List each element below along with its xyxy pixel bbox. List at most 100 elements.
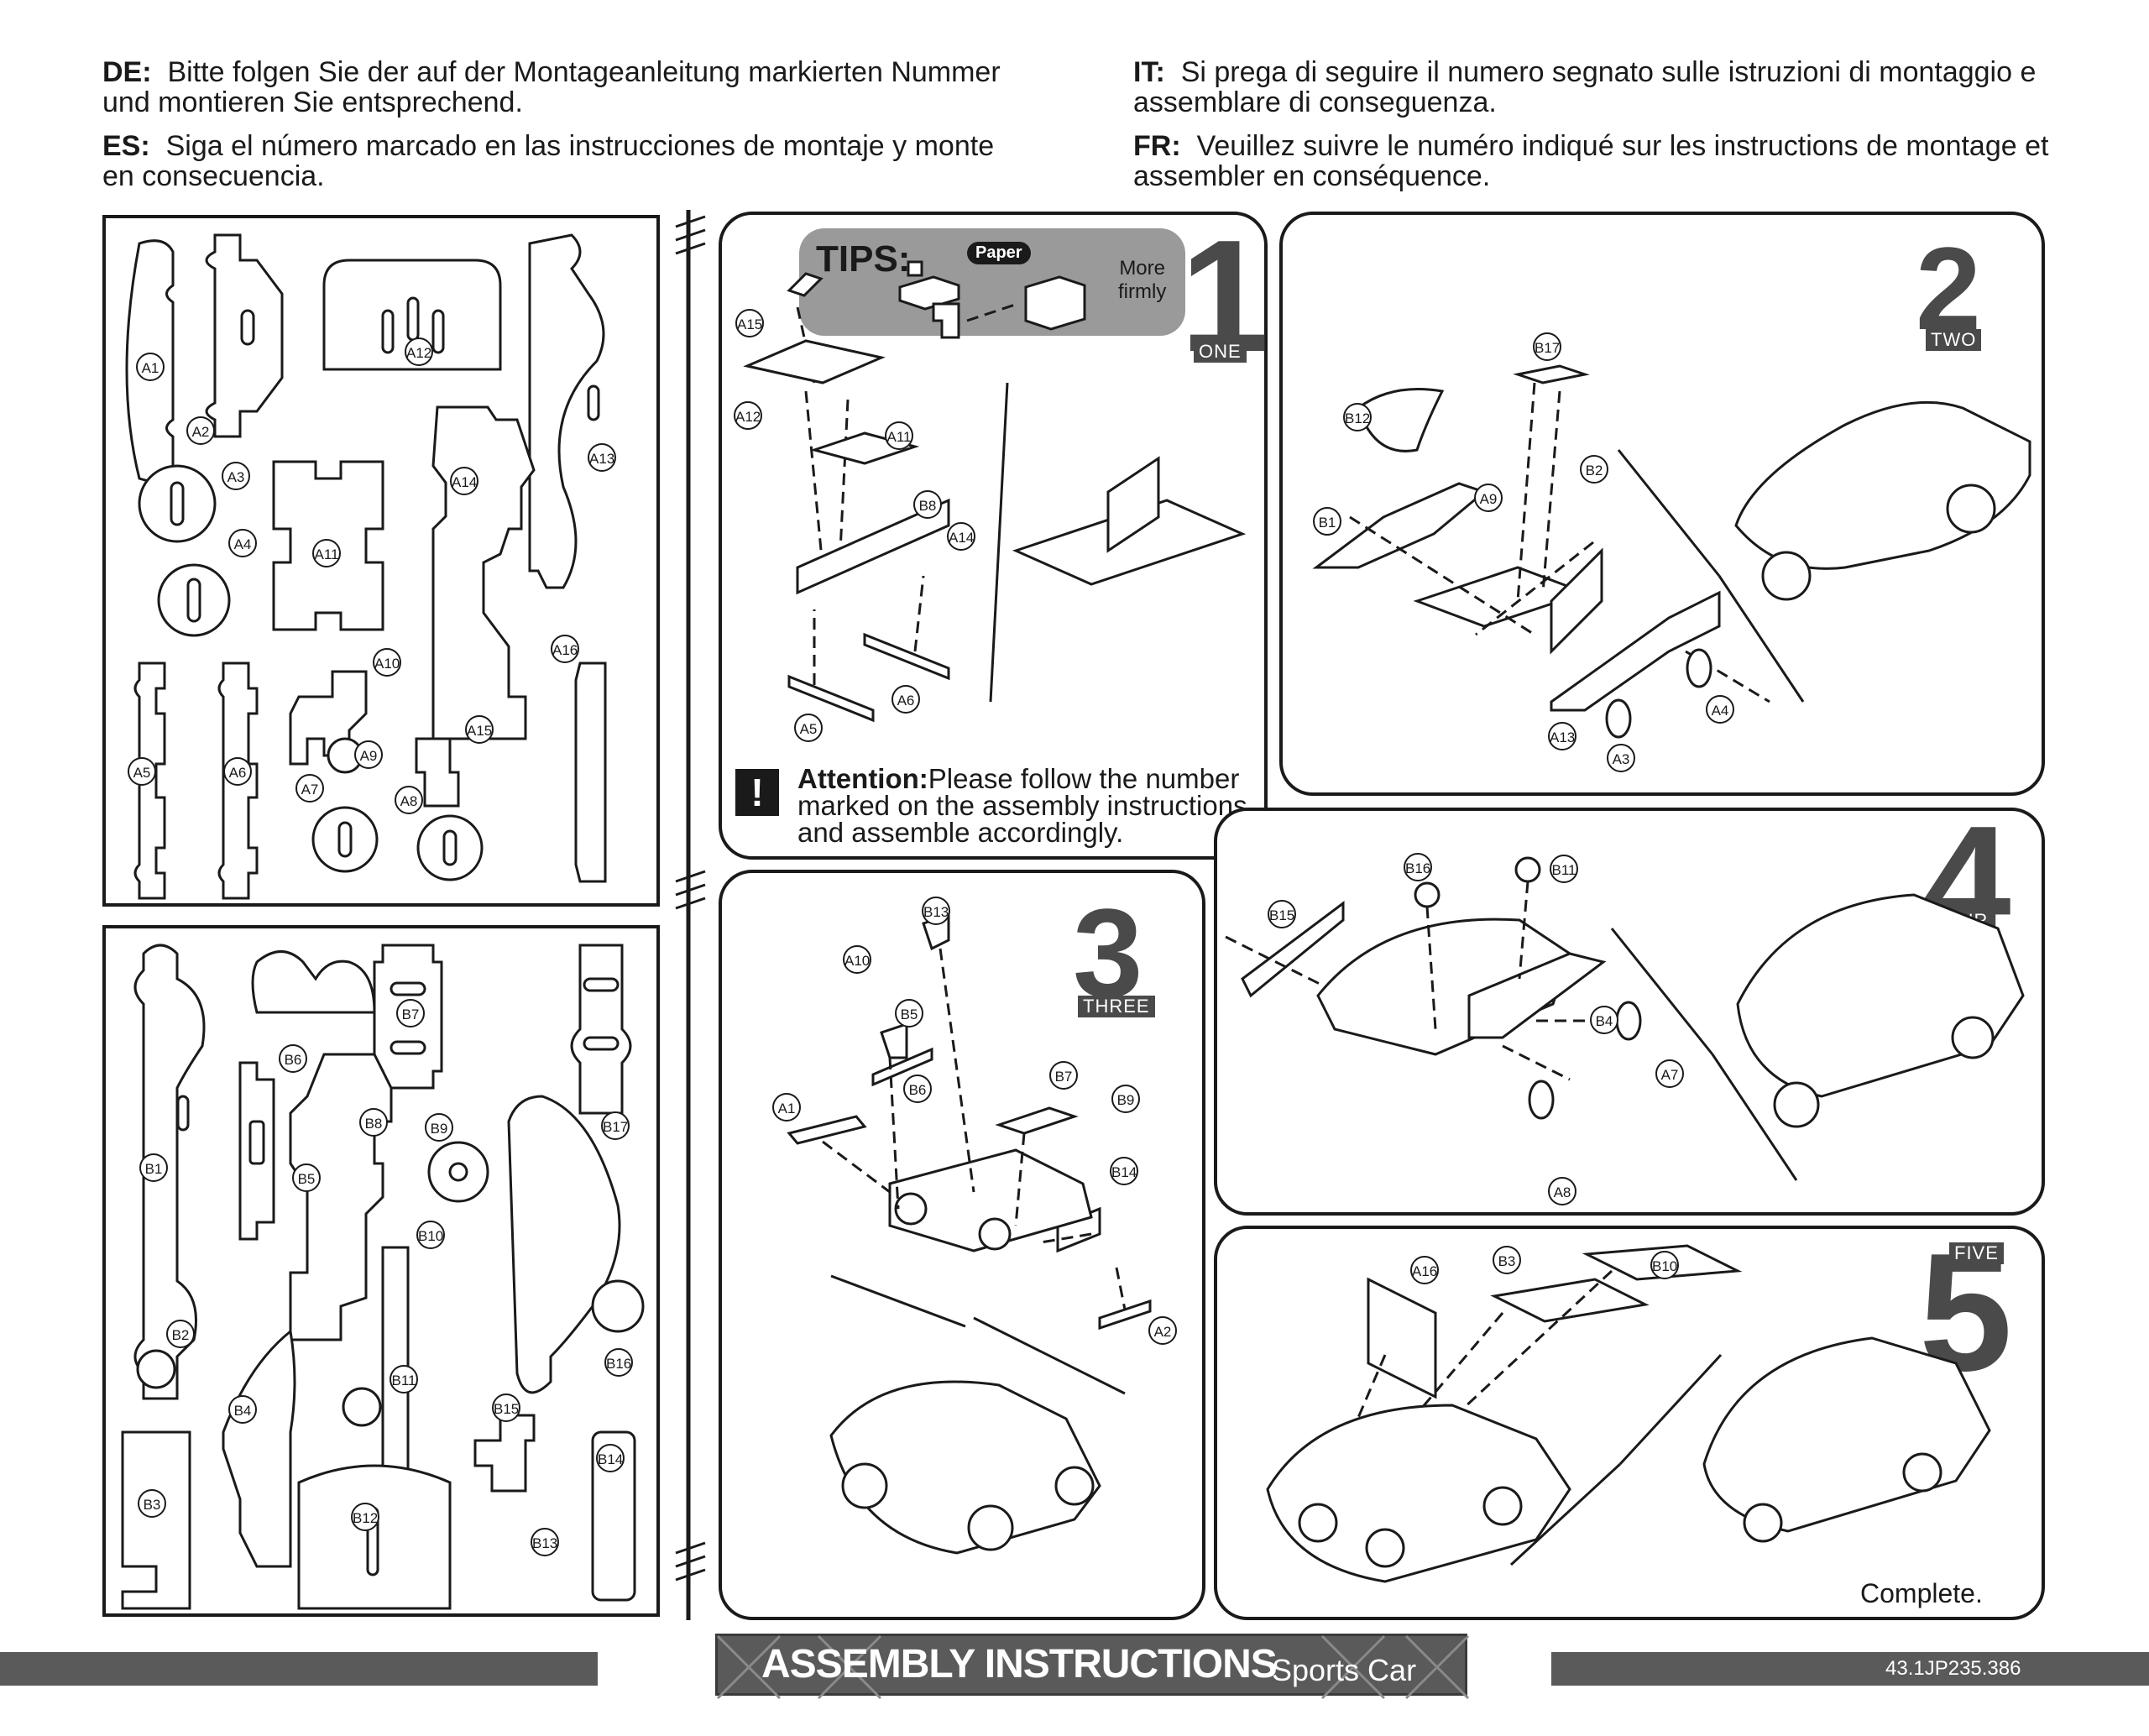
step3-label-b9: B9: [1111, 1085, 1140, 1113]
complete-text: Complete.: [1860, 1578, 1983, 1608]
step4-label-b11: B11: [1550, 855, 1578, 883]
attention-icon: !: [735, 769, 779, 816]
lang-code-fr: FR:: [1133, 130, 1181, 162]
part-label-a14: A14: [450, 467, 478, 495]
lang-code-es: ES:: [102, 130, 150, 162]
step-5-word: FIVE: [1949, 1242, 2004, 1264]
text-it: Si prega di seguire il numero segnato su…: [1133, 56, 2037, 118]
step3-label-b7: B7: [1049, 1061, 1078, 1090]
part-label-b4: B4: [228, 1395, 257, 1424]
part-label-a15: A15: [465, 715, 494, 744]
footer-title: ASSEMBLY INSTRUCTIONS: [761, 1642, 1278, 1686]
part-label-a3: A3: [222, 462, 250, 490]
part-label-a13: A13: [588, 443, 616, 472]
step1-label-a12: A12: [734, 401, 762, 430]
tips-firmly: firmly: [1118, 280, 1167, 303]
instruction-it: IT: Si prega di seguire il numero segnat…: [1133, 57, 2065, 118]
part-label-b7: B7: [396, 999, 425, 1027]
tips-more-firmly: More firmly: [1118, 257, 1166, 304]
part-label-a10: A10: [373, 648, 401, 677]
parts-sheet-b-drawing: [121, 944, 645, 1610]
step2-label-b12: B12: [1343, 403, 1372, 431]
footer-bar-right: [1551, 1652, 2149, 1686]
step4-label-a8: A8: [1548, 1177, 1576, 1205]
step2-label-a9: A9: [1474, 484, 1503, 512]
step3-label-b13: B13: [922, 897, 950, 925]
part-label-b10: B10: [416, 1221, 445, 1249]
step3-label-b6: B6: [903, 1075, 932, 1103]
step-1-word: ONE: [1194, 341, 1247, 363]
part-label-a2: A2: [186, 416, 215, 445]
footer-subtitle: Sports Car: [1272, 1653, 1417, 1687]
attention-text: Please follow the number marked on the a…: [797, 763, 1247, 848]
step-3-number: 3: [1073, 882, 1143, 1023]
step2-label-a13: A13: [1548, 722, 1576, 750]
part-label-b13: B13: [531, 1528, 559, 1556]
part-label-b15: B15: [492, 1394, 520, 1422]
product-code: 43.1JP235.386: [1885, 1657, 2021, 1680]
step1-label-a14: A14: [947, 522, 975, 551]
part-label-b8: B8: [359, 1108, 388, 1137]
step-2-word: TWO: [1926, 329, 1982, 351]
step5-label-b10: B10: [1650, 1251, 1679, 1279]
tips-paper-label: Paper: [967, 242, 1031, 264]
part-label-b11: B11: [390, 1365, 418, 1394]
step2-label-b2: B2: [1580, 455, 1608, 484]
step2-label-b1: B1: [1313, 507, 1341, 536]
lang-code-de: DE:: [102, 56, 152, 88]
step-3-diagram: [787, 912, 1152, 1555]
part-label-a5: A5: [128, 757, 156, 786]
lang-code-it: IT:: [1133, 56, 1165, 88]
part-label-a7: A7: [295, 774, 324, 803]
instruction-fr: FR: Veuillez suivre le numéro indiqué su…: [1133, 131, 2065, 191]
step1-label-a6: A6: [891, 685, 920, 714]
step-4-diagram: [1225, 856, 2025, 1181]
step1-label-a15: A15: [735, 309, 764, 337]
parts-sheet-a: A1 A2 A3 A4 A5 A6 A7 A8 A9 A10 A11 A12 A…: [102, 215, 660, 907]
step4-label-a7: A7: [1655, 1059, 1684, 1088]
part-label-b14: B14: [596, 1444, 625, 1472]
part-label-a6: A6: [223, 757, 252, 786]
part-label-b5: B5: [292, 1163, 321, 1192]
step2-label-b17: B17: [1533, 332, 1561, 361]
step1-label-b8: B8: [913, 490, 942, 519]
step-2-diagram: [1312, 364, 2031, 739]
step-5-panel: 5 FIVE A16 B3 B10 Complete.: [1214, 1226, 2045, 1620]
sheet-divider: [675, 210, 706, 1620]
part-label-a9: A9: [354, 740, 383, 769]
instruction-de: DE: Bitte folgen Sie der auf der Montage…: [102, 57, 1026, 118]
part-label-a16: A16: [551, 635, 579, 663]
step2-label-a3: A3: [1607, 744, 1635, 772]
parts-sheet-b: B1 B2 B3 B4 B5 B6 B7 B8 B9 B10 B11 B12 B…: [102, 925, 660, 1617]
part-label-b12: B12: [351, 1503, 379, 1531]
step-2-number: 2: [1916, 222, 1981, 354]
part-label-a4: A4: [228, 529, 257, 557]
part-label-b6: B6: [279, 1044, 307, 1073]
part-label-a11: A11: [312, 539, 341, 567]
step-2-panel: 2 TWO B17 B12 B2 A9 B1 A4 A13 A3: [1279, 212, 2045, 796]
text-de: Bitte folgen Sie der auf der Montageanle…: [102, 56, 1001, 118]
step-4-panel: 4 FOUR B16 B11 B15 B4 A7 A8: [1214, 803, 2045, 1216]
step4-label-b15: B15: [1268, 900, 1296, 928]
step3-label-a10: A10: [843, 945, 871, 974]
step-1-diagram: [743, 272, 1247, 723]
instruction-es: ES: Siga el número marcado en las instru…: [102, 131, 1026, 191]
footer-title-box: ASSEMBLY INSTRUCTIONS Sports Car: [715, 1634, 1470, 1700]
tips-more: More: [1119, 257, 1165, 280]
part-label-b3: B3: [138, 1489, 166, 1518]
part-label-b17: B17: [601, 1111, 630, 1140]
step3-label-a1: A1: [772, 1093, 801, 1122]
step5-label-b3: B3: [1493, 1246, 1521, 1274]
step-1-panel: TIPS: Paper More firmly 1 ONE A15 A12 A1: [719, 212, 1269, 860]
part-label-a12: A12: [405, 337, 433, 366]
attention-notice: Attention:Please follow the number marke…: [797, 763, 1268, 848]
part-label-b9: B9: [425, 1113, 453, 1142]
tips-title: TIPS:: [816, 238, 911, 280]
step-5-diagram: [1266, 1244, 1991, 1583]
attention-title: Attention:: [797, 763, 928, 794]
text-es: Siga el número marcado en las instruccio…: [102, 130, 995, 192]
tips-diagram: [898, 260, 1086, 339]
step2-label-a4: A4: [1706, 695, 1734, 724]
step3-label-b14: B14: [1110, 1157, 1138, 1185]
part-label-b2: B2: [166, 1320, 195, 1348]
